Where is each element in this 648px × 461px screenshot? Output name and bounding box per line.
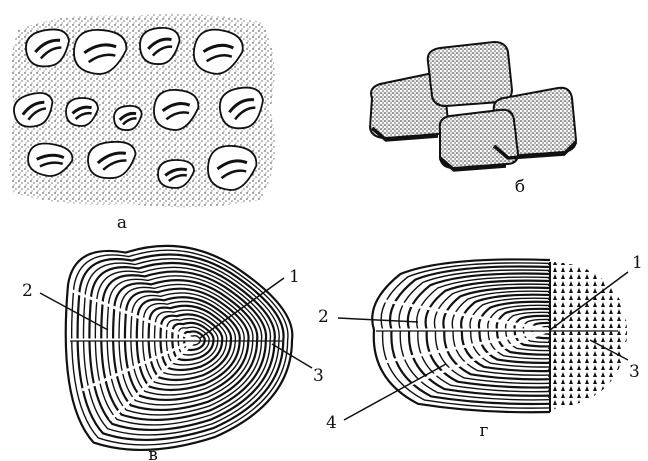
callout-line-2 [40,293,108,330]
ganoid-scale-bottom [440,110,518,168]
panel-b-ganoid-scales: б [370,42,576,197]
callout-line-4 [344,364,446,420]
callout-number-3: 3 [629,362,640,382]
panel-b-label: б [515,177,525,197]
panel-g-ctenoid-scale: 1 2 3 4 г [318,253,643,441]
callout-number-1: 1 [632,253,643,273]
ganoid-scale-top [428,42,512,106]
panel-g-label: г [480,421,489,441]
panel-v-label: в [148,445,158,461]
panel-a-label: а [117,213,127,233]
callout-number-4: 4 [326,413,337,433]
callout-number-1: 1 [289,267,300,287]
panel-a-placoid-scales: а [10,14,275,233]
radial-groove [380,300,550,330]
callout-number-3: 3 [313,366,324,386]
callout-number-2: 2 [22,281,33,301]
callout-line-2 [338,318,418,322]
callout-number-2: 2 [318,307,329,327]
ctenoid-spine-field [548,262,627,410]
panel-v-cycloid-scale: 1 2 3 в [22,246,324,461]
